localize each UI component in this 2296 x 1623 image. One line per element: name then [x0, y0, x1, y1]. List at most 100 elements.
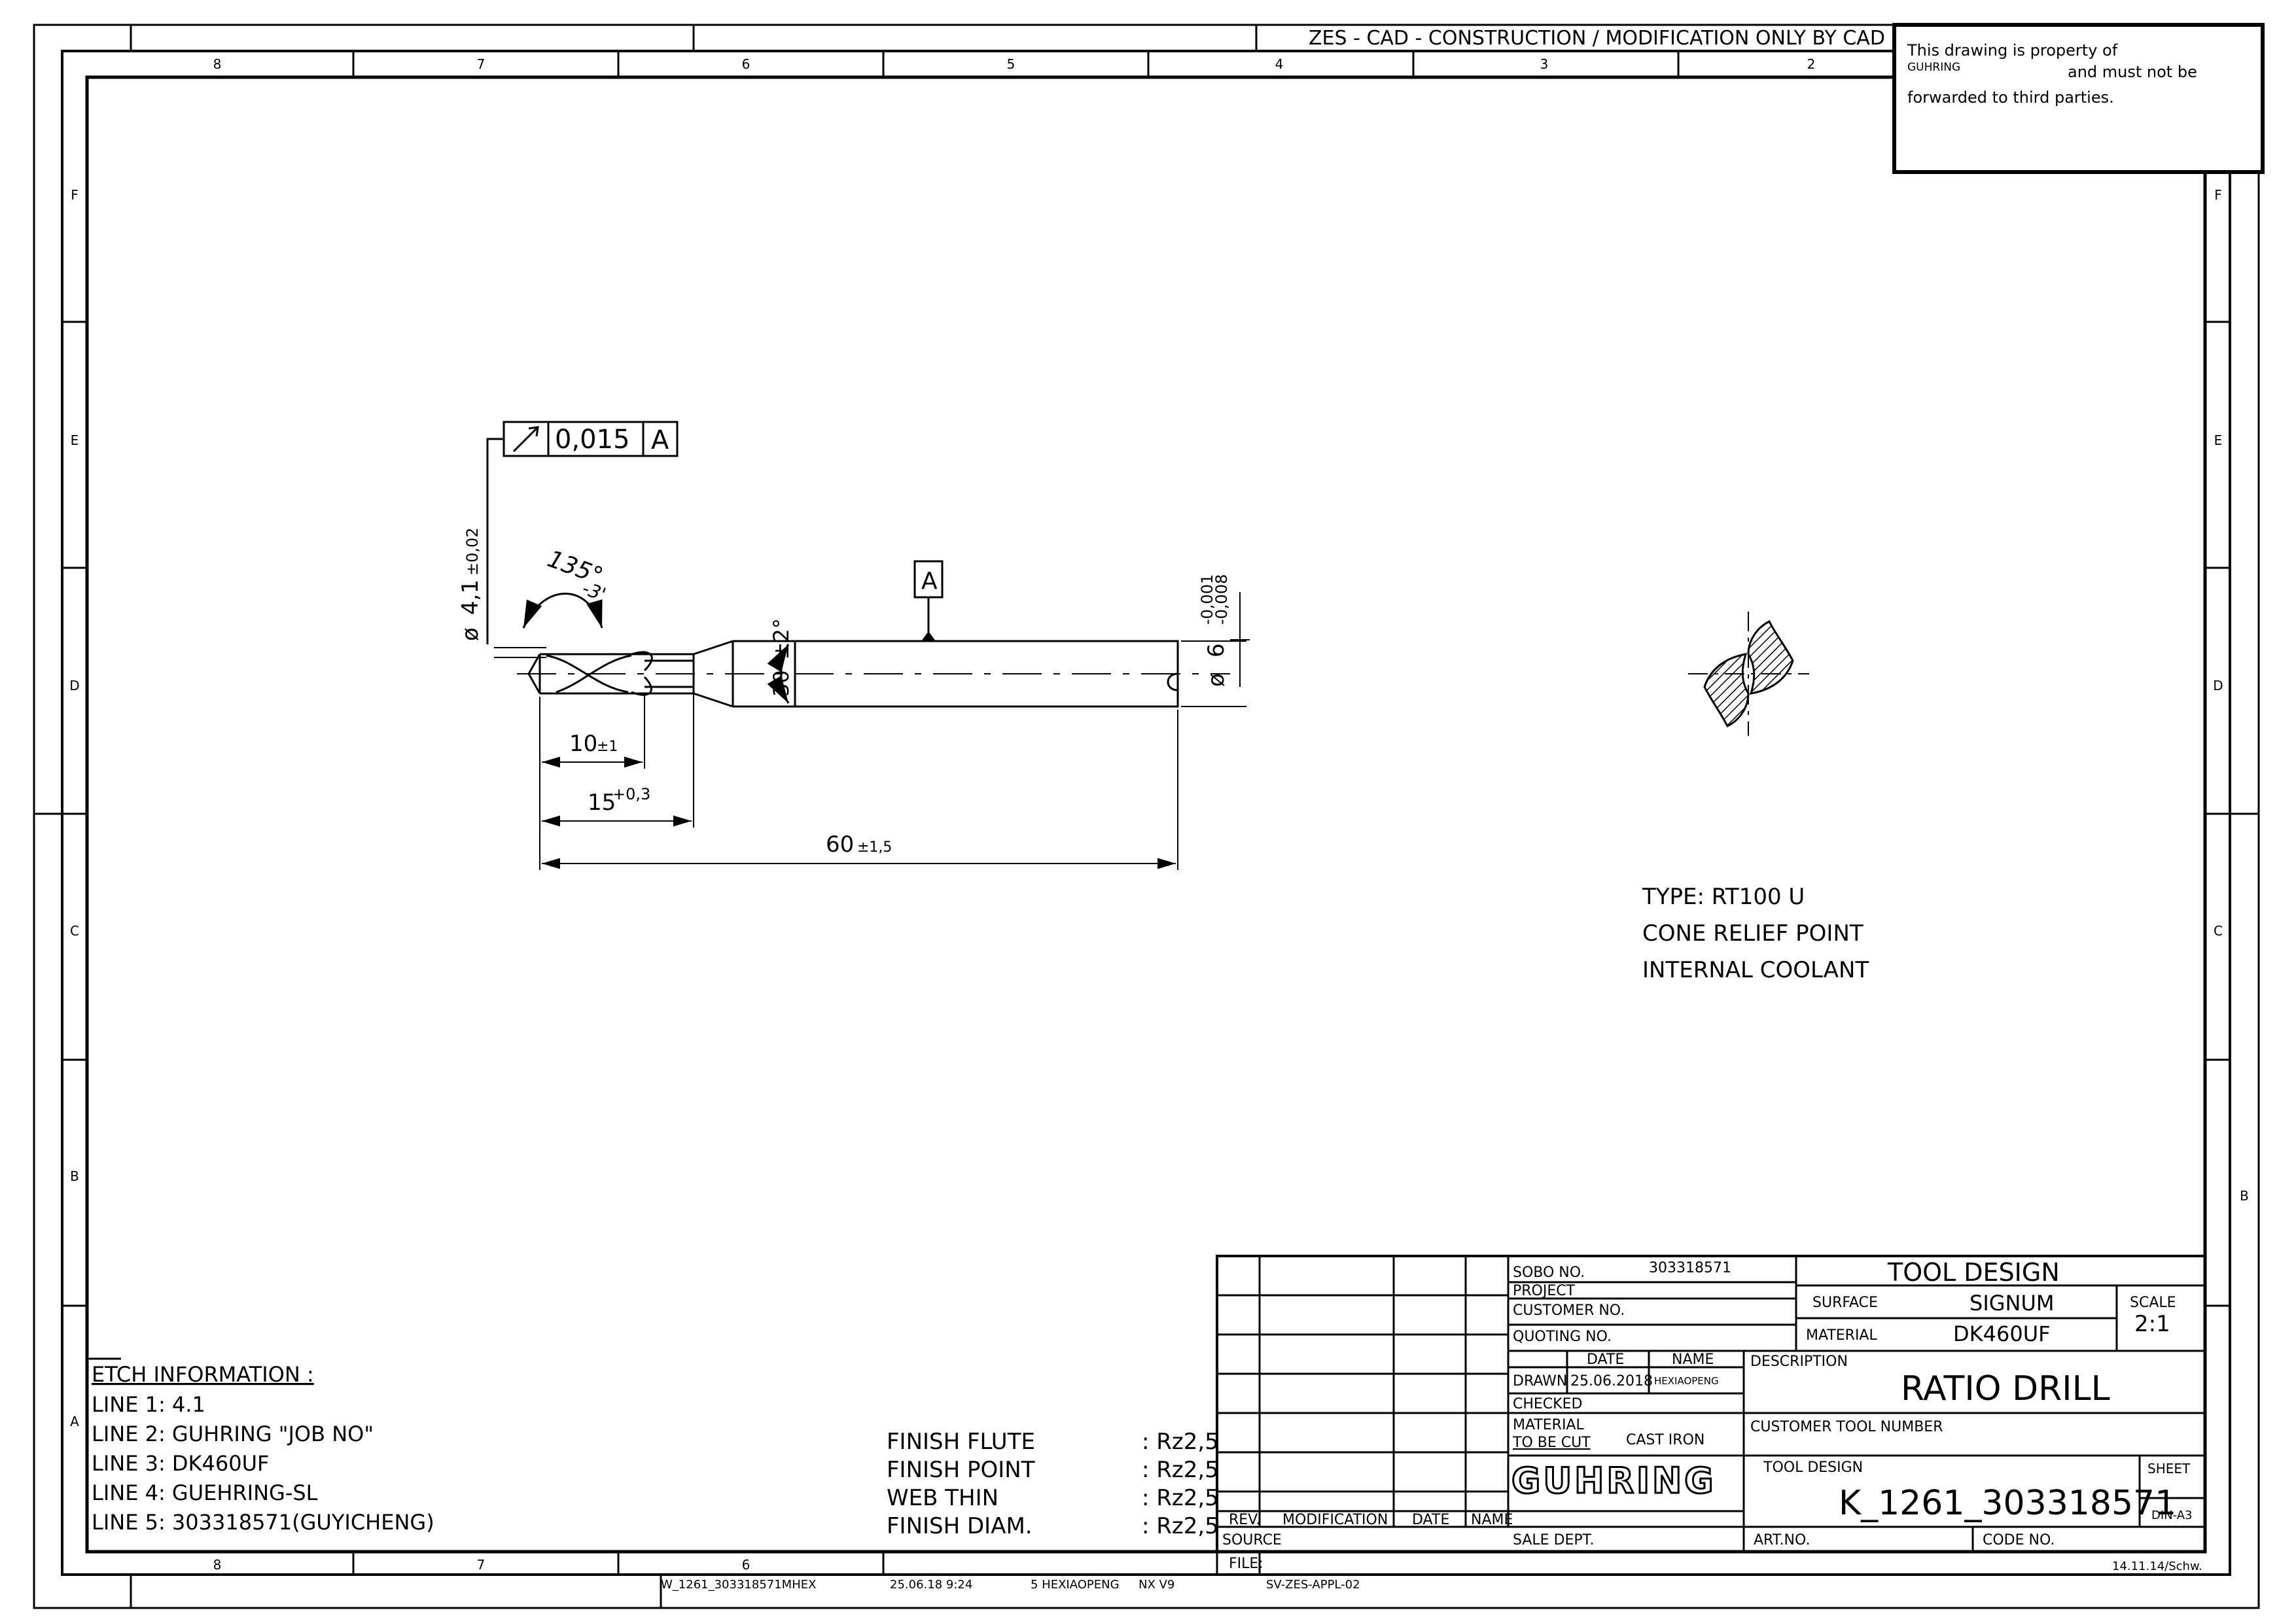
sobo-value: 303318571 [1649, 1260, 1731, 1276]
zone-label-bottom: 8 [213, 1557, 222, 1573]
zone-label-top: 8 [213, 56, 222, 72]
property-notice-line2: and must not be [2068, 63, 2197, 81]
tool-note-type: TYPE: RT100 U [1642, 884, 1805, 910]
material-cut-value: CAST IRON [1626, 1432, 1704, 1448]
tool-design-number: K_1261_303318571 [1839, 1484, 2176, 1523]
len-15: 15 [588, 790, 616, 816]
zone-strip-sides [34, 321, 2259, 1307]
dia-small-symbol: ø [457, 627, 484, 641]
date-header: DATE [1412, 1512, 1449, 1528]
file-label: FILE: [1229, 1556, 1263, 1572]
finish-diam-label: FINISH DIAM. [887, 1513, 1033, 1539]
project-label: PROJECT [1513, 1283, 1576, 1299]
runout-datum: A [651, 425, 669, 455]
title-block-grid [1216, 1255, 2206, 1575]
name-col-header: NAME [1672, 1352, 1714, 1368]
etch-line-1: LINE 1: 4.1 [92, 1392, 205, 1417]
code-no-label: CODE NO. [1983, 1532, 2055, 1548]
surface-value: SIGNUM [1969, 1291, 2055, 1316]
runout-value: 0,015 [555, 425, 630, 455]
etch-line-5: LINE 5: 303318571(GUYICHENG) [92, 1510, 434, 1535]
dia-small: 4,1 [457, 580, 484, 615]
dia-shank: 6 [1203, 643, 1229, 657]
cone-angle: 30°±2° [769, 618, 794, 697]
zone-label-left: C [70, 923, 79, 939]
etch-line-2: LINE 2: GUHRING "JOB NO" [92, 1422, 374, 1446]
finish-flute-label: FINISH FLUTE [887, 1429, 1035, 1455]
zone-label-left: E [71, 432, 79, 448]
bottom-file-name: W_1261_303318571MHEX [661, 1578, 816, 1592]
company-logo: GUHRING [1511, 1460, 1716, 1501]
drill-cross-section [1688, 612, 1809, 736]
zone-strip-top [352, 51, 1680, 77]
sobo-label: SOBO NO. [1513, 1265, 1585, 1281]
tool-design-header: TOOL DESIGN [1887, 1258, 2060, 1287]
diameter-shank-dimension: ø 6 -0,001 -0,008 [1181, 574, 1250, 707]
material-cut-label: MATERIAL [1513, 1417, 1584, 1433]
checked-label: CHECKED [1513, 1396, 1582, 1412]
finish-point-value: : Rz2,5 [1142, 1457, 1219, 1483]
etch-line-4: LINE 4: GUEHRING-SL [92, 1480, 318, 1505]
description-value: RATIO DRILL [1901, 1369, 2110, 1408]
finish-flute-value: : Rz2,5 [1142, 1429, 1219, 1455]
web-thin-label: WEB THIN [887, 1485, 998, 1511]
scale-label: SCALE [2130, 1295, 2176, 1311]
dia-shank-tol-lower: -0,008 [1212, 574, 1231, 625]
customer-no-label: CUSTOMER NO. [1513, 1302, 1625, 1319]
tool-note-point: CONE RELIEF POINT [1642, 920, 1863, 947]
modification-header: MODIFICATION [1282, 1512, 1388, 1528]
bottom-file-ref: SV-ZES-APPL-02 [1266, 1578, 1360, 1592]
zone-label-right: C [2214, 923, 2223, 939]
material-value: DK460UF [1953, 1321, 2051, 1346]
property-notice: This drawing is property of GUHRING and … [1892, 23, 2265, 174]
len-10-tol: ±1 [597, 739, 618, 755]
finish-diam-value: : Rz2,5 [1142, 1513, 1219, 1539]
zone-label-left: A [70, 1414, 79, 1429]
zone-label-bottom: 7 [477, 1557, 486, 1573]
zone-label-right: B [2240, 1188, 2249, 1204]
dia-small-tol: ±0,02 [463, 527, 482, 576]
drawn-name: HEXIAOPENG [1654, 1375, 1719, 1387]
zone-label-top: 4 [1275, 56, 1284, 72]
cad-banner: ZES - CAD - CONSTRUCTION / MODIFICATION … [1309, 27, 1885, 50]
date-col-header: DATE [1587, 1352, 1624, 1368]
property-notice-line3: forwarded to third parties. [1907, 88, 2114, 107]
len-15-tol: +0,3 [612, 785, 650, 803]
runout-tolerance-frame: 0,015 A [486, 421, 679, 644]
source-label: SOURCE [1222, 1532, 1282, 1548]
bottom-timestamp: 25.06.18 9:24 [890, 1578, 972, 1592]
customer-tool-number-label: CUSTOMER TOOL NUMBER [1750, 1419, 1943, 1435]
bottom-user: 5 HEXIAOPENG [1031, 1578, 1120, 1592]
scale-value: 2:1 [2134, 1311, 2170, 1337]
zone-label-top: 2 [1807, 56, 1816, 72]
zone-label-right: E [2214, 432, 2223, 448]
zone-label-top: 5 [1007, 56, 1016, 72]
length-dimensions [539, 693, 1178, 870]
zone-label-left: F [71, 187, 79, 203]
sale-dept-label: SALE DEPT. [1513, 1532, 1595, 1548]
web-thin-value: : Rz2,5 [1142, 1485, 1219, 1511]
drill-side-view [517, 640, 1230, 708]
sheet-label: SHEET [2147, 1461, 2191, 1476]
datum-label: A [921, 568, 938, 595]
diameter-small-dimension: ø 4,1 ±0,02 [457, 527, 546, 658]
zone-label-top: 6 [742, 56, 751, 72]
dia-shank-tol-upper: -0,001 [1198, 574, 1216, 625]
surface-label: SURFACE [1812, 1295, 1878, 1311]
drawn-label: DRAWN [1513, 1373, 1567, 1389]
material-label: MATERIAL [1806, 1327, 1877, 1344]
zone-label-top: 7 [477, 56, 486, 72]
finish-point-label: FINISH POINT [887, 1457, 1035, 1483]
datum-feature: A [913, 560, 944, 641]
zone-label-top: 3 [1540, 56, 1549, 72]
zone-label-right: F [2214, 187, 2222, 203]
bottom-cad-version: NX V9 [1139, 1578, 1174, 1592]
format-value: DIN-A3 [2151, 1509, 2193, 1522]
finish-specs: FINISH FLUTE : Rz2,5 FINISH POINT : Rz2,… [887, 1429, 1219, 1539]
zone-label-bottom: 6 [742, 1557, 751, 1573]
drawn-date: 25.06.2018 [1570, 1373, 1653, 1389]
zone-label-left: D [69, 678, 79, 693]
len-60-tol: ±1,5 [857, 839, 892, 856]
dia-shank-symbol: ø [1203, 673, 1229, 687]
